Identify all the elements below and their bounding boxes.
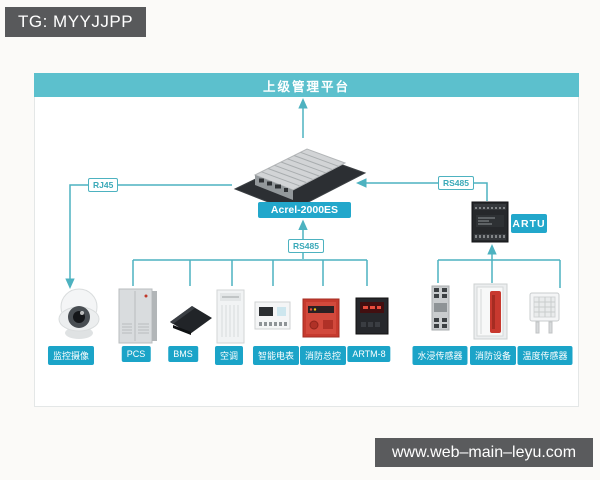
device-label-fire-master: 消防总控 [299,346,347,365]
device-label-water-sensor: 水浸传感器 [412,346,468,365]
device-label-artm-8: ARTM-8 [347,346,391,362]
smart-meter-image [254,300,291,332]
top-platform-title: 上级管理平台 [262,79,350,94]
top-platform-bar: 上级管理平台 [34,73,579,97]
fire-master-panel-image [302,298,340,338]
device-label-fire-equipment: 消防设备 [469,346,517,365]
device-label-camera: 监控摄像 [47,346,95,365]
gateway-panel-pc-image [233,133,367,217]
rs485-downlink-label: RS485 [288,239,324,253]
water-sensor-image [431,283,450,333]
device-label-temperature-sensor: 温度传感器 [517,346,573,365]
gateway-label: Acrel-2000ES [258,202,351,218]
temperature-sensor-image [528,291,561,335]
device-label-air-conditioner: 空调 [214,346,244,365]
rj45-link-label: RJ45 [88,178,119,192]
tg-badge: TG: MYYJJPP [5,7,147,37]
pcs-cabinet-image [118,288,158,344]
artm8-meter-image [355,297,389,335]
device-label-bms: BMS [168,346,198,362]
artu-label: ARTU [511,214,547,233]
device-label-pcs: PCS [121,346,151,362]
watermark: www.web–main–leyu.com [375,438,593,467]
camera-image [46,286,112,342]
device-label-smart-meter: 智能电表 [252,346,300,365]
rs485-artu-link-label: RS485 [438,176,474,190]
artu-module-image [471,201,509,243]
air-conditioner-image [216,289,245,344]
bms-module-image [168,302,214,336]
fire-equipment-image [473,283,508,340]
